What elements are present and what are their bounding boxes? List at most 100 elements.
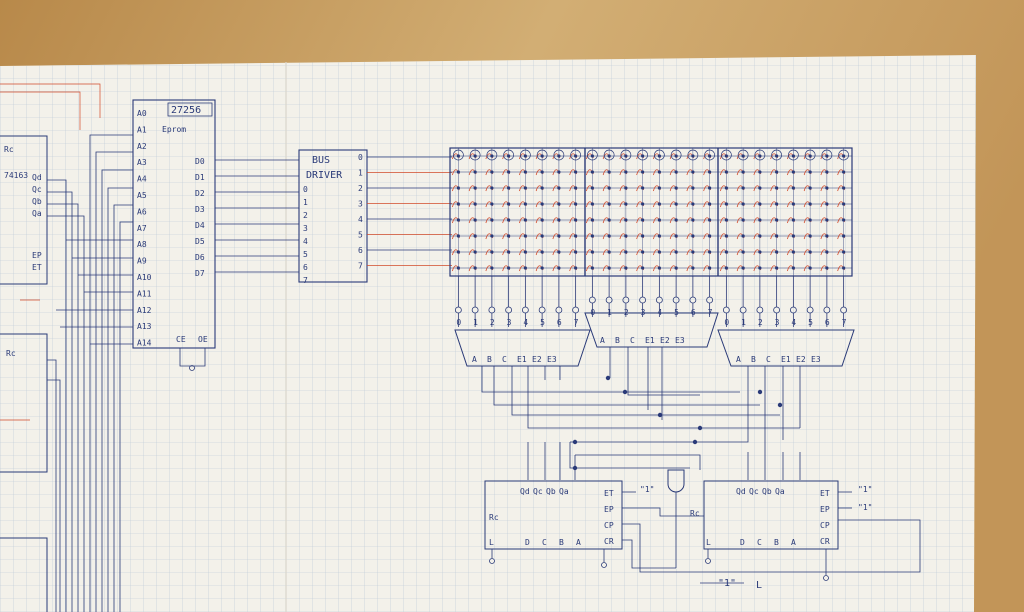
led-dot — [724, 186, 728, 190]
led-top-circle — [821, 149, 833, 161]
led-top-circle — [754, 149, 766, 161]
led-dot — [607, 154, 611, 158]
rc-label: Rc — [4, 145, 14, 154]
led-dot — [741, 202, 745, 206]
decoder-output-label: 1 — [741, 318, 746, 327]
decoder-input-label: E2 — [660, 336, 670, 345]
decoder-output-label: 2 — [758, 318, 763, 327]
led-dot — [657, 266, 661, 270]
decoder-input-label: B — [615, 336, 620, 345]
led-dot — [674, 266, 678, 270]
led-dot — [523, 186, 527, 190]
led-dot — [507, 250, 511, 254]
bus-out-pin: 3 — [358, 200, 363, 209]
led-dot — [540, 186, 544, 190]
led-dot — [574, 202, 578, 206]
bus-in-pin: 0 — [303, 185, 308, 194]
led-dot — [691, 250, 695, 254]
led-dot — [590, 218, 594, 222]
led-dot — [490, 154, 494, 158]
led-dot — [842, 154, 846, 158]
decoder-output-label: 5 — [540, 318, 545, 327]
counter-wiring — [491, 491, 921, 584]
qd-label-b1: Qd — [520, 487, 530, 496]
led-dot — [507, 154, 511, 158]
decoder-input-label: A — [600, 336, 605, 345]
led-dot — [691, 202, 695, 206]
eprom-data-pin-d7: D7 — [195, 269, 205, 278]
led-dot — [523, 234, 527, 238]
led-dot — [825, 202, 829, 206]
led-dot — [758, 186, 762, 190]
led-dot — [523, 250, 527, 254]
eprom-data-pin-d5: D5 — [195, 237, 205, 246]
bus-label: BUS — [312, 155, 330, 166]
one-label-2: "1" — [858, 485, 872, 494]
led-dot — [758, 154, 762, 158]
cr-label-b2: CR — [820, 537, 830, 546]
decoder-input-label: A — [472, 355, 477, 364]
led-dot — [724, 154, 728, 158]
led-top-circle — [536, 149, 548, 161]
b-in-b2: B — [774, 538, 779, 547]
et-label-b2: ET — [820, 489, 830, 498]
led-dot — [674, 170, 678, 174]
led-dot — [674, 202, 678, 206]
led-top-circle — [721, 149, 732, 161]
led-dot — [708, 266, 712, 270]
led-top-circle — [453, 149, 464, 161]
led-dot — [657, 202, 661, 206]
led-dot — [791, 218, 795, 222]
c-in-b1: C — [542, 538, 547, 547]
led-dot — [641, 186, 645, 190]
led-dot — [641, 266, 645, 270]
led-dot — [758, 250, 762, 254]
eprom-address-pin-a9: A9 — [137, 257, 147, 266]
decoder-input-label: B — [487, 355, 492, 364]
led-dot — [741, 250, 745, 254]
led-dot — [456, 170, 460, 174]
led-dot — [507, 218, 511, 222]
chip-part-label: 74163 — [4, 171, 28, 180]
bus-out-pin: 7 — [358, 262, 363, 271]
led-dot — [758, 202, 762, 206]
bus-in-pin: 3 — [303, 224, 308, 233]
decoder-input-label: E3 — [547, 355, 557, 364]
led-dot — [473, 218, 477, 222]
led-top-circle — [804, 149, 816, 161]
led-dot — [574, 234, 578, 238]
led-dot — [456, 266, 460, 270]
led-dot — [607, 186, 611, 190]
one-label-1: "1" — [640, 485, 654, 494]
b-in-b1: B — [559, 538, 564, 547]
led-dot — [540, 250, 544, 254]
eprom-data-pin-d0: D0 — [195, 157, 205, 166]
led-dot — [507, 202, 511, 206]
led-dot — [791, 170, 795, 174]
led-dot — [708, 170, 712, 174]
led-dot — [842, 186, 846, 190]
led-dot — [641, 234, 645, 238]
led-dot — [490, 234, 494, 238]
led-dot — [590, 154, 594, 158]
led-dot — [724, 170, 728, 174]
led-top-circle — [838, 149, 849, 161]
led-dot — [758, 234, 762, 238]
qb-label-b1: Qb — [546, 487, 556, 496]
rc-label-b1: Rc — [489, 513, 499, 522]
load-label-b1: L — [489, 538, 494, 547]
led-dot — [473, 234, 477, 238]
led-dot — [741, 266, 745, 270]
led-dot — [791, 234, 795, 238]
led-dot — [775, 218, 779, 222]
eprom-data-pin-d6: D6 — [195, 253, 205, 262]
bus-out-pin: 0 — [358, 153, 363, 162]
decoder-input-label: E2 — [532, 355, 542, 364]
led-dot — [691, 234, 695, 238]
led-top-circle — [654, 149, 665, 161]
led-dot — [473, 202, 477, 206]
led-dot — [590, 266, 594, 270]
led-dot — [641, 154, 645, 158]
ep-label: EP — [32, 251, 42, 260]
